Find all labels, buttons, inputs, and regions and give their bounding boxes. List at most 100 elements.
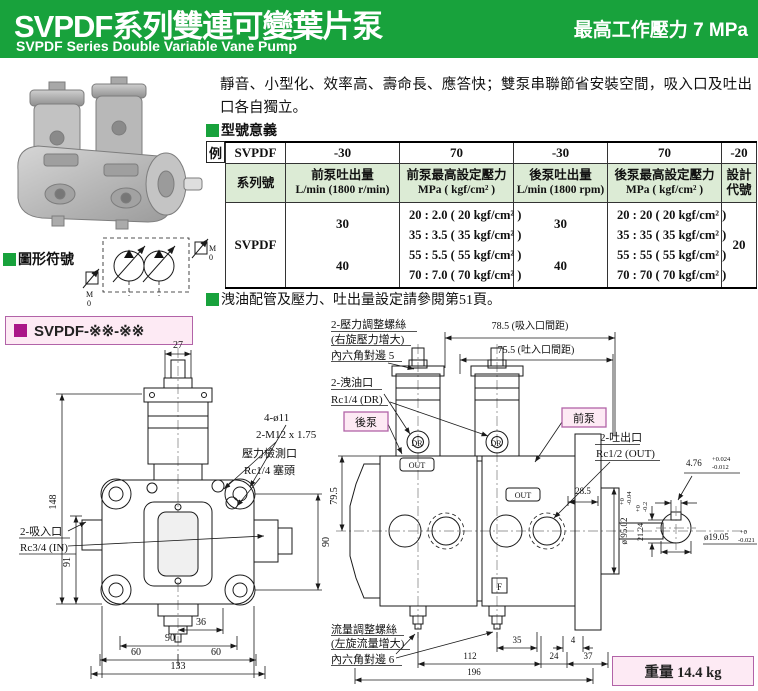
front-view-drawing: 27 148 91 90 36 90 60 60 133 4-ø11 2-M12… bbox=[19, 340, 332, 679]
page-title: SVPDF系列雙連可變葉片泵 bbox=[14, 9, 383, 44]
svg-text:-0.04: -0.04 bbox=[626, 491, 633, 505]
label-pressure-adjust-note: (右旋壓力增大) bbox=[331, 332, 405, 346]
dim-112: 112 bbox=[463, 651, 476, 661]
label-mount-holes: 4-ø11 bbox=[264, 412, 289, 424]
code-front-press: 70 bbox=[399, 141, 514, 164]
label-outlet-size: Rc1/2 (OUT) bbox=[596, 448, 655, 460]
svg-text:+0: +0 bbox=[635, 505, 642, 512]
pump-symbol-circles bbox=[82, 237, 209, 296]
reference-note: 洩油配管及壓力、吐出量設定請參閱第51頁。 bbox=[206, 289, 501, 309]
label-pressure-port: 壓力檢測口 bbox=[242, 446, 297, 460]
label-drain: 2-洩油口 bbox=[331, 375, 373, 389]
dimensions bbox=[19, 350, 322, 679]
hydraulic-symbol: M 0 M 0 bbox=[82, 237, 216, 308]
rear-dr-mark: DR bbox=[411, 439, 423, 448]
description-text: 靜音、小型化、效率高、壽命長、應答快；雙泵串聯節省安裝空間，吸入口及吐出口各自獨… bbox=[220, 77, 752, 116]
green-square-icon bbox=[206, 292, 219, 306]
svg-text:-0.2: -0.2 bbox=[642, 502, 649, 512]
tol-4-76-upper: +0.024 bbox=[712, 456, 731, 463]
dim-60-left: 60 bbox=[131, 647, 141, 658]
label-thread: 2-M12 x 1.75 bbox=[256, 429, 317, 441]
code-design: -20 bbox=[721, 141, 757, 164]
front-dr-mark: DR bbox=[490, 439, 502, 448]
side-view-drawing: 78.5 (吸入口間距) 75.5 (吐入口間距) 2-壓力調整螺絲 (右旋壓力… bbox=[329, 317, 757, 684]
dim-35: 35 bbox=[513, 635, 523, 645]
dim-148: 148 bbox=[48, 495, 59, 510]
code-front-flow: -30 bbox=[285, 141, 400, 164]
label-pressure-adjust: 2-壓力調整螺絲 bbox=[331, 317, 406, 331]
dimensions bbox=[331, 331, 757, 684]
symbol-m-label: M bbox=[209, 244, 216, 253]
green-square-icon bbox=[3, 252, 16, 266]
magenta-square-icon bbox=[14, 324, 27, 337]
dim-28-5: 28.5 bbox=[575, 486, 591, 496]
rear-pump-tag: 後泵 bbox=[343, 411, 389, 432]
dim-outlet-spacing: 75.5 (吐入口間距) bbox=[498, 344, 575, 356]
dim-inlet-spacing: 78.5 (吸入口間距) bbox=[492, 320, 569, 332]
header-design: 設計代號 bbox=[721, 163, 757, 203]
label-inlet-size: Rc3/4 (IN) bbox=[20, 542, 68, 554]
symbol-m-label: M bbox=[86, 290, 93, 299]
model-code-row: SVPDF -30 70 -30 70 -20 bbox=[225, 141, 757, 164]
dim-79-5: 79.5 bbox=[329, 487, 340, 505]
dim-196: 196 bbox=[467, 667, 481, 677]
label-pressure-adjust-hex: 內六角對邊 5 bbox=[331, 348, 395, 362]
dim-37: 37 bbox=[584, 651, 594, 661]
dim-95-02: ø 95.02 +0 -0.04 bbox=[619, 491, 633, 545]
example-label: 例 bbox=[206, 141, 225, 163]
dim-91: 91 bbox=[62, 557, 73, 567]
dim-21-24: 21.24 +0 -0.2 bbox=[635, 502, 649, 541]
label-drain-size: Rc1/4 (DR) bbox=[331, 394, 383, 406]
rear-pressure-values: 20 : 20 ( 20 kgf/cm² )35 : 35 ( 35 kgf/c… bbox=[607, 202, 726, 289]
dim-4-76: 4.76 bbox=[686, 458, 702, 468]
page-subtitle: SVPDF Series Double Variable Vane Pump bbox=[16, 38, 297, 54]
label-flow-adjust-note: (左旋流量增大) bbox=[331, 636, 405, 650]
dim-133: 133 bbox=[171, 661, 186, 672]
green-square-icon bbox=[206, 123, 219, 137]
dim-90-right: 90 bbox=[321, 537, 332, 547]
dim-90-bottom: 90 bbox=[165, 633, 175, 644]
drawing-section-label: SVPDF-※※-※※ bbox=[5, 316, 193, 345]
dim-27: 27 bbox=[173, 340, 183, 351]
code-rear-press: 70 bbox=[607, 141, 722, 164]
label-pressure-plug: Rc1/4 塞頭 bbox=[244, 463, 295, 477]
dim-4: 4 bbox=[571, 635, 576, 645]
dim-60-right: 60 bbox=[211, 647, 221, 658]
svg-text:前泵: 前泵 bbox=[573, 411, 595, 425]
label-outlet: 2-吐出口 bbox=[600, 430, 642, 444]
symbol-heading: 圖形符號 bbox=[3, 249, 74, 269]
front-pressure-values: 20 : 2.0 ( 20 kgf/cm² )35 : 3.5 ( 35 kgf… bbox=[399, 202, 521, 289]
dim-19-05: ø19.05 bbox=[704, 532, 729, 542]
header-banner: SVPDF系列雙連可變葉片泵 SVPDF Series Double Varia… bbox=[0, 0, 758, 58]
f-mark: F bbox=[497, 582, 502, 592]
body-series: SVPDF bbox=[225, 202, 286, 289]
code-rear-flow: -30 bbox=[513, 141, 608, 164]
series-code: SVPDF bbox=[225, 141, 286, 164]
max-pressure-label: 最高工作壓力 7 MPa bbox=[573, 20, 748, 41]
svg-text:+0: +0 bbox=[619, 498, 626, 505]
model-code-heading: 型號意義 bbox=[206, 120, 277, 140]
dim-24: 24 bbox=[550, 651, 560, 661]
pump-outline bbox=[81, 359, 293, 643]
label-flow-adjust: 流量調整螺絲 bbox=[331, 622, 397, 636]
symbol-zero-label: 0 bbox=[87, 299, 91, 308]
rear-out-mark: OUT bbox=[409, 461, 426, 470]
svg-text:後泵: 後泵 bbox=[355, 415, 377, 429]
dim-36: 36 bbox=[196, 617, 206, 628]
front-out-mark: OUT bbox=[515, 491, 532, 500]
tol-4-76-lower: -0.012 bbox=[712, 464, 729, 471]
label-flow-adjust-hex: 內六角對邊 6 bbox=[331, 652, 395, 666]
tol-19-05-upper: +0 bbox=[740, 529, 747, 536]
svg-text:ø 95.02: ø 95.02 bbox=[619, 518, 629, 545]
svg-text:21.24: 21.24 bbox=[636, 523, 645, 541]
product-photo bbox=[17, 76, 203, 230]
